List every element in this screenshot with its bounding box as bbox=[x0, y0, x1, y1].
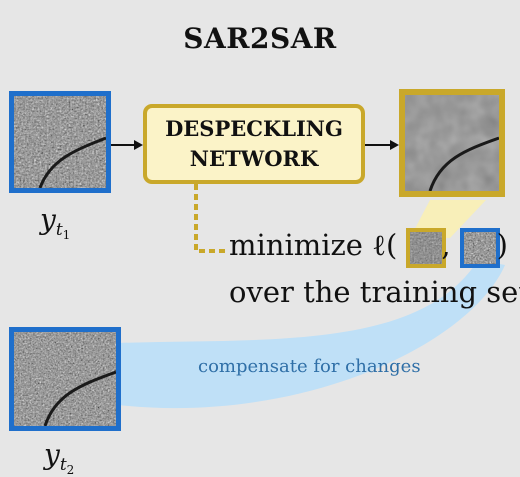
input-image-yt1 bbox=[9, 91, 111, 193]
input-image-yt2 bbox=[9, 327, 121, 431]
network-label-line2: NETWORK bbox=[189, 146, 319, 171]
loss-thumbnail-input bbox=[460, 228, 500, 268]
label-y-t1: yt1 bbox=[40, 203, 71, 242]
arrow-right-icon bbox=[111, 140, 143, 150]
label-y-t2: yt2 bbox=[44, 438, 75, 477]
diagram-title: SAR2SAR bbox=[183, 22, 337, 55]
loss-expression: minimize ℓ(,) bbox=[229, 228, 508, 263]
compensate-label: compensate for changes bbox=[198, 356, 421, 377]
arrow-right-icon bbox=[365, 140, 399, 150]
despeckling-network-box: DESPECKLING NETWORK bbox=[143, 104, 365, 184]
loss-thumbnail-output bbox=[406, 228, 446, 268]
loss-comma: , bbox=[441, 228, 451, 262]
dashed-elbow-connector bbox=[194, 184, 226, 253]
loss-line2: over the training set bbox=[229, 275, 520, 309]
output-image bbox=[399, 89, 505, 197]
compensate-band bbox=[118, 260, 505, 409]
loss-prefix: minimize ℓ( bbox=[229, 228, 398, 262]
loss-suffix: ) bbox=[496, 228, 508, 262]
network-label-line1: DESPECKLING bbox=[165, 116, 343, 141]
